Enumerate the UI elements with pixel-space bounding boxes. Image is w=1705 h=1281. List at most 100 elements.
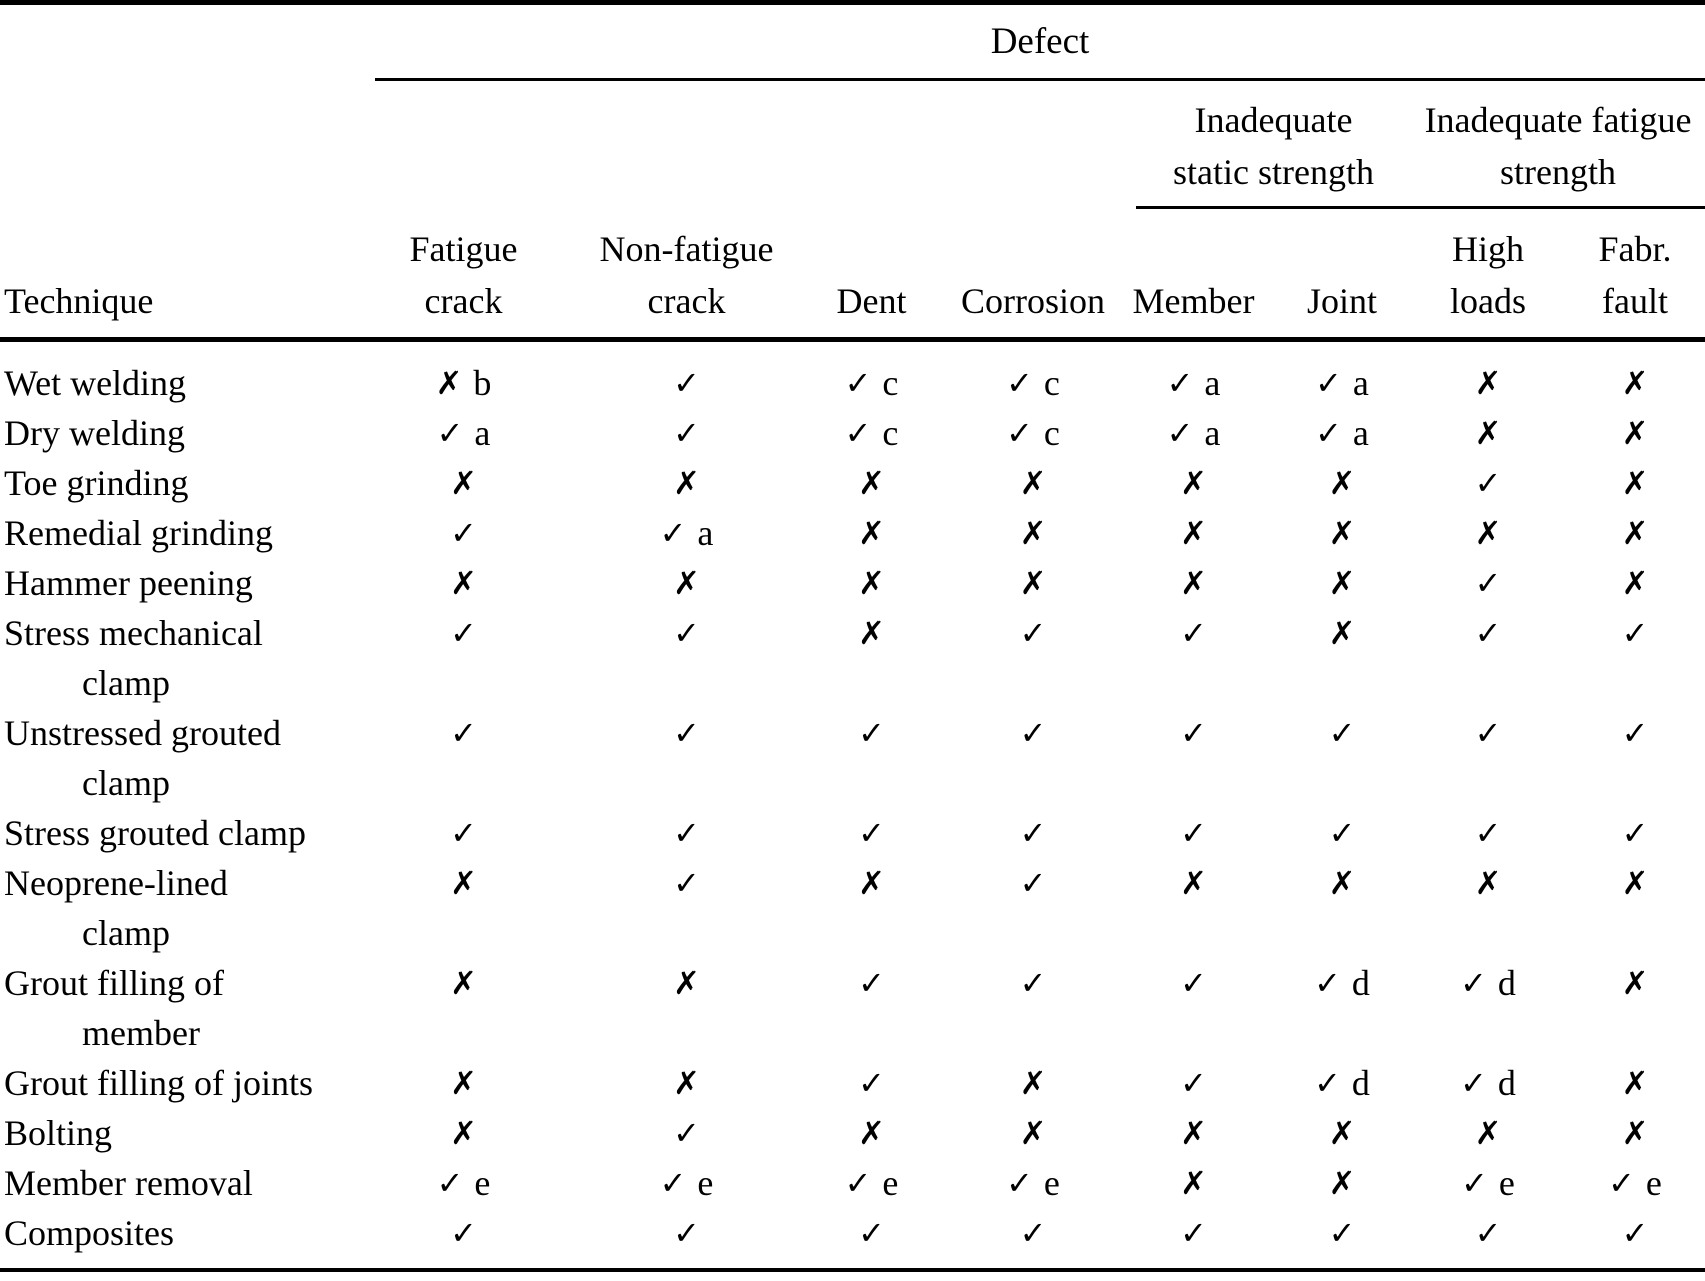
check-mark: ✓ — [858, 1064, 885, 1102]
mark-cell: ✗ — [1273, 858, 1411, 958]
check-mark: ✓ — [450, 614, 477, 652]
check-mark: ✓ — [1019, 814, 1047, 852]
mark-cell: ✗ — [791, 508, 952, 558]
cross-mark: ✗ — [1019, 1114, 1047, 1152]
check-mark: ✓ — [1328, 714, 1356, 752]
cross-mark: ✗ — [1474, 414, 1502, 452]
mark-cell: ✓c — [791, 358, 952, 408]
check-mark: ✓ — [858, 814, 885, 852]
technique-cell: Hammer peening — [0, 558, 345, 608]
mark-cell: ✗ — [1411, 358, 1565, 408]
check-mark: ✓ — [1314, 964, 1341, 1002]
footnote-letter: a — [474, 413, 491, 453]
mark-cell: ✓a — [582, 508, 791, 558]
check-mark: ✓ — [1180, 714, 1207, 752]
mark-cell: ✗ — [791, 458, 952, 508]
mark-cell: ✗ — [791, 608, 952, 708]
mark-cell: ✗ — [791, 558, 952, 608]
check-mark: ✓ — [1180, 614, 1207, 652]
mark-cell: ✗ — [1114, 458, 1273, 508]
column-header-line: Corrosion — [961, 281, 1105, 321]
check-mark: ✓ — [1621, 614, 1649, 652]
footnote-letter: d — [1351, 1063, 1370, 1103]
mark-cell: ✗ — [952, 1108, 1114, 1158]
cross-mark: ✗ — [1621, 864, 1649, 902]
mark-cell: ✓a — [1273, 408, 1411, 458]
mark-cell: ✗ — [1565, 408, 1705, 458]
mark-cell: ✓c — [952, 358, 1114, 408]
check-mark: ✓ — [673, 814, 700, 852]
mark-cell: ✗ — [345, 858, 582, 958]
check-mark: ✓ — [673, 864, 700, 902]
check-mark: ✓ — [659, 1164, 687, 1202]
cross-mark: ✗ — [1621, 964, 1649, 1002]
mark-cell: ✗ — [345, 958, 582, 1058]
mark-cell: ✗ — [1273, 558, 1411, 608]
mark-cell: ✓d — [1273, 958, 1411, 1058]
mark-cell: ✗ — [1273, 1158, 1411, 1208]
cross-mark: ✗ — [435, 364, 463, 402]
mark-cell: ✗ — [952, 558, 1114, 608]
mark-cell: ✗ — [1273, 458, 1411, 508]
cross-mark: ✗ — [1621, 464, 1649, 502]
mark-cell: ✗ — [582, 1058, 791, 1108]
cross-mark: ✗ — [1621, 1064, 1649, 1102]
check-mark: ✓ — [1460, 1064, 1487, 1102]
mark-cell: ✓a — [1114, 408, 1273, 458]
check-mark: ✓ — [1314, 1064, 1341, 1102]
mark-cell: ✓ — [1411, 808, 1565, 858]
mark-cell: ✓ — [791, 1058, 952, 1108]
check-mark: ✓ — [1019, 714, 1047, 752]
footnote-letter: e — [1043, 1163, 1060, 1203]
check-mark: ✓ — [1006, 364, 1033, 402]
technique-cell: Member removal — [0, 1158, 345, 1208]
column-header-line: loads — [1450, 281, 1526, 321]
mark-cell: ✓a — [1114, 358, 1273, 408]
mark-cell: ✓ — [345, 508, 582, 558]
check-mark: ✓ — [1180, 1214, 1207, 1252]
check-mark: ✓ — [844, 414, 872, 452]
check-mark: ✓ — [1608, 1164, 1635, 1202]
mark-cell: ✓ — [952, 608, 1114, 708]
check-mark: ✓ — [673, 364, 700, 402]
mark-cell: ✓ — [1114, 958, 1273, 1058]
mark-cell: ✓ — [952, 708, 1114, 808]
technique-label: Bolting — [4, 1113, 113, 1153]
mark-cell: ✓a — [345, 408, 582, 458]
check-mark: ✓ — [1180, 1064, 1207, 1102]
check-mark: ✓ — [1019, 614, 1047, 652]
mark-cell: ✗ — [1565, 958, 1705, 1058]
technique-label: Dry welding — [4, 413, 185, 453]
check-mark: ✓ — [1474, 1214, 1502, 1252]
footnote-letter: c — [882, 363, 899, 403]
mark-cell: ✓ — [1273, 708, 1411, 808]
check-mark: ✓ — [1180, 964, 1207, 1002]
technique-label: Stress grouted clamp — [4, 813, 306, 853]
technique-cell: Grout filling of joints — [0, 1058, 345, 1108]
cross-mark: ✗ — [1180, 864, 1207, 902]
cross-mark: ✗ — [858, 464, 885, 502]
mark-cell: ✓e — [345, 1158, 582, 1208]
technique-cell: Bolting — [0, 1108, 345, 1158]
footnote-letter: a — [1204, 413, 1221, 453]
technique-cell: Dry welding — [0, 408, 345, 458]
check-mark: ✓ — [659, 514, 687, 552]
column-header-line: Member — [1132, 281, 1255, 321]
mark-cell: ✗ — [791, 858, 952, 958]
cross-mark: ✗ — [858, 614, 885, 652]
group-spacer — [0, 81, 1114, 209]
mark-cell: ✓ — [952, 858, 1114, 958]
technique-label: Hammer peening — [4, 563, 253, 603]
mark-cell: ✗ — [1273, 508, 1411, 558]
technique-column-header-label: Technique — [4, 281, 154, 321]
mark-cell: ✓d — [1411, 958, 1565, 1058]
check-mark: ✓ — [1315, 414, 1342, 452]
cross-mark: ✗ — [1180, 464, 1207, 502]
mark-cell: ✗ — [1273, 608, 1411, 708]
check-mark: ✓ — [1019, 1214, 1047, 1252]
mark-cell: ✓ — [791, 708, 952, 808]
check-mark: ✓ — [450, 814, 477, 852]
check-mark: ✓ — [1006, 1164, 1033, 1202]
check-mark: ✓ — [450, 514, 477, 552]
